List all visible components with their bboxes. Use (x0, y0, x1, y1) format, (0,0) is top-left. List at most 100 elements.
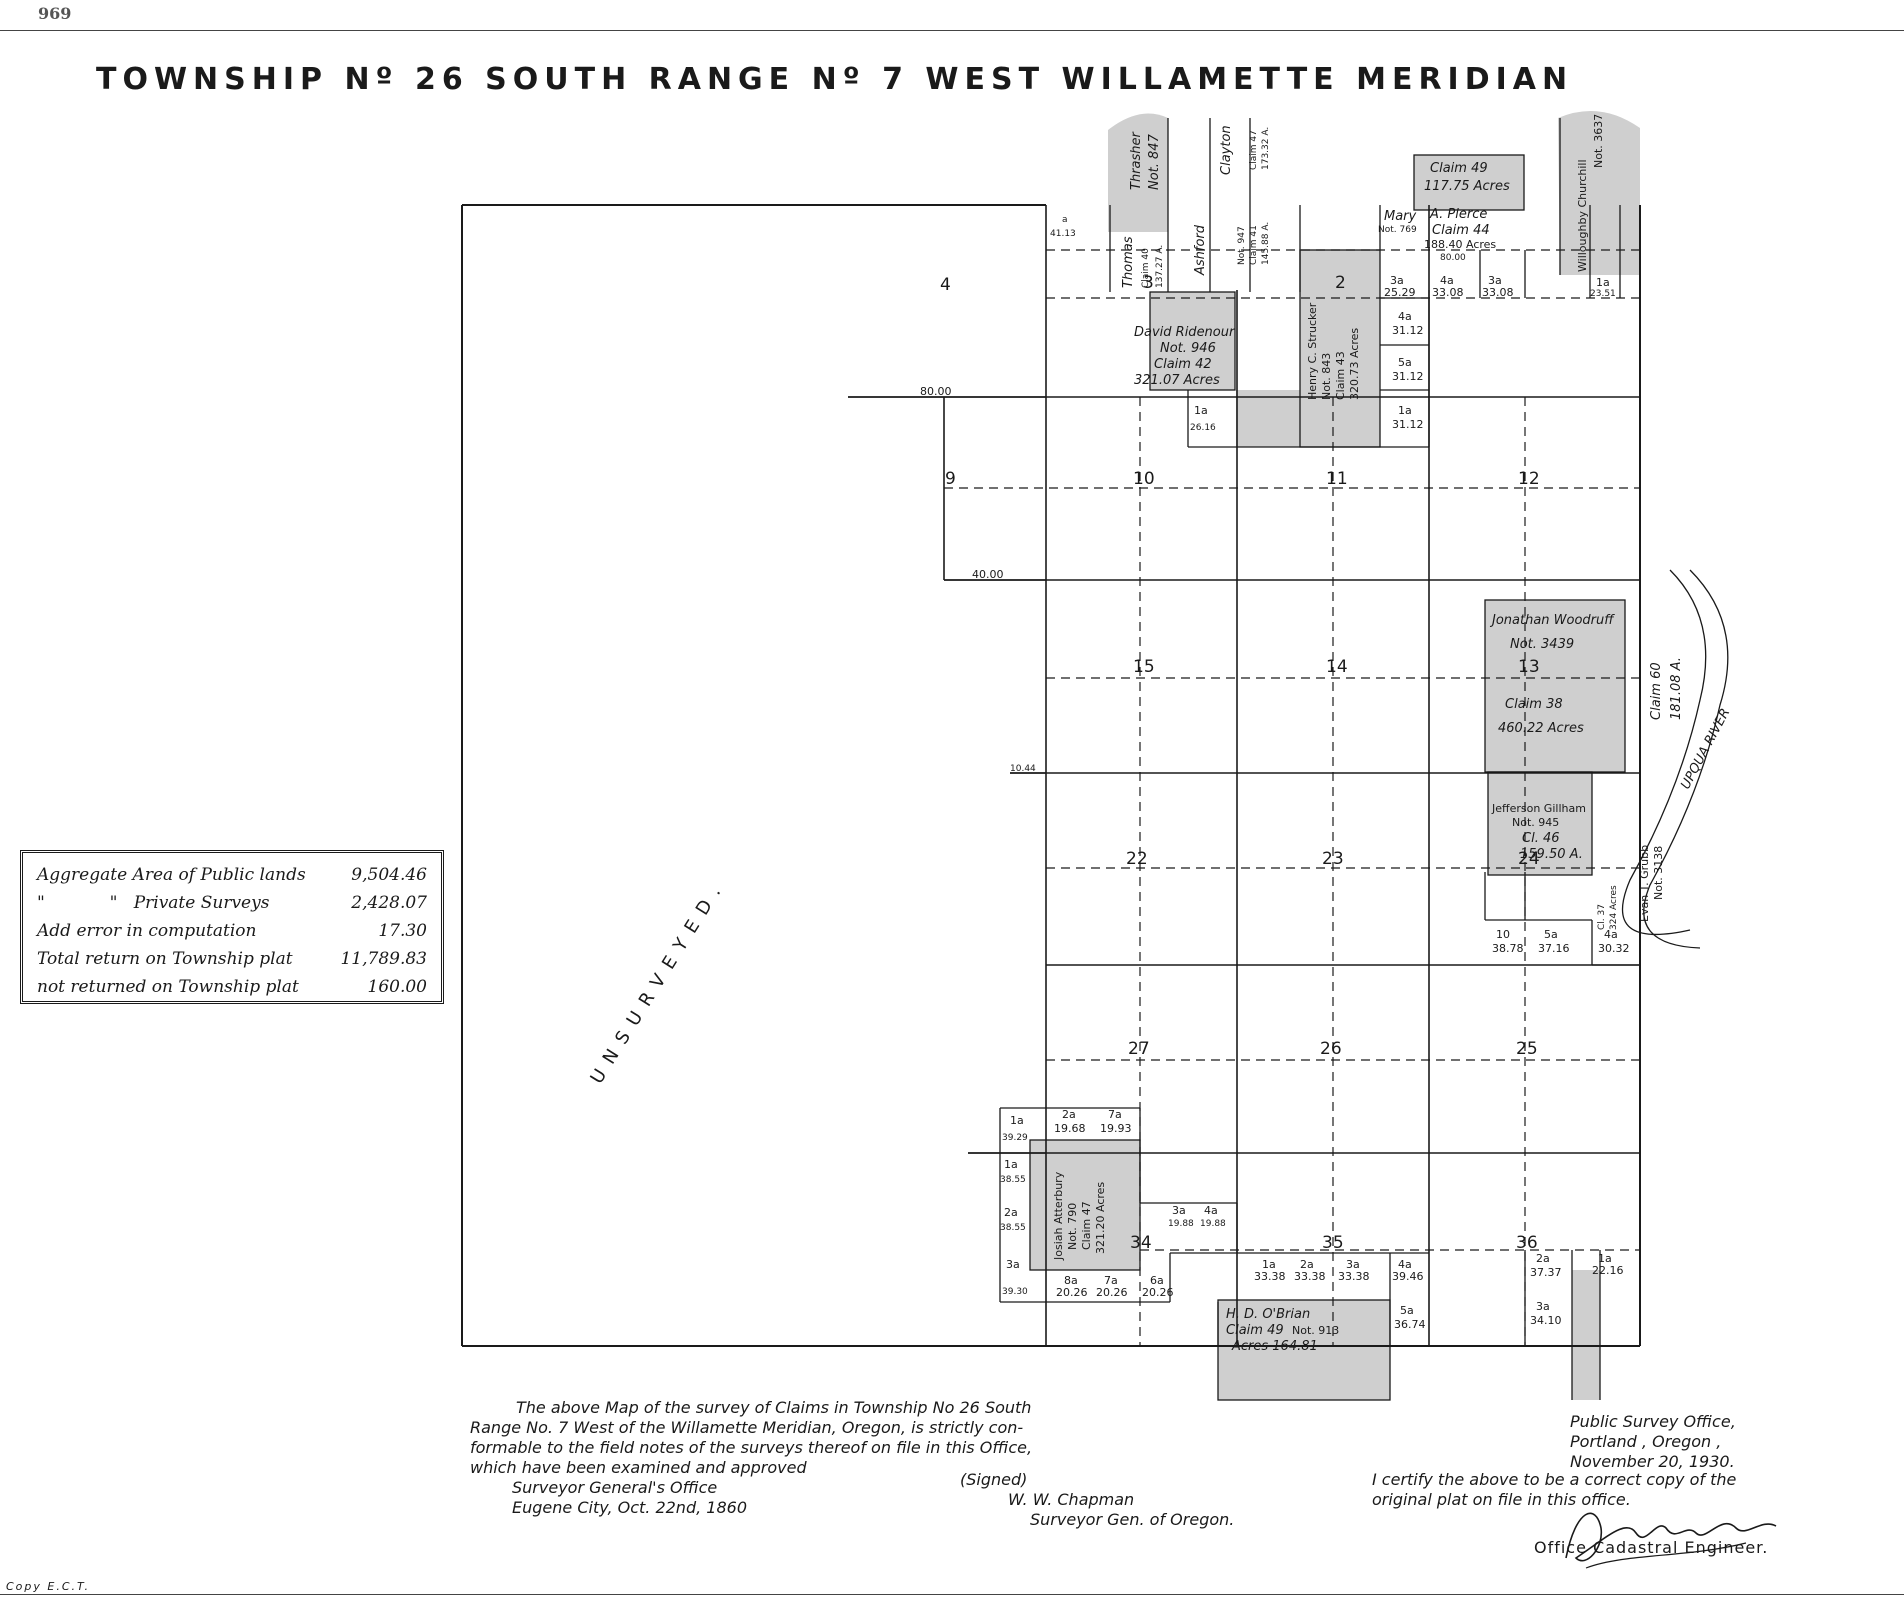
engineer-title: Office Cadastral Engineer. (1534, 1538, 1769, 1557)
claim-strucker-area: 320.73 Acres (1348, 328, 1361, 400)
lot-8a-area: 20.26 (1056, 1286, 1088, 1299)
approval-line: Range No. 7 West of the Willamette Merid… (470, 1418, 1024, 1437)
lot-8a: 8a (1064, 1274, 1078, 1287)
section-26: 26 (1320, 1039, 1342, 1059)
claim-mary-no: Not. 769 (1378, 225, 1417, 235)
claim-ridenour-area: 321.07 Acres (1134, 373, 1220, 388)
area-summary-box: Aggregate Area of Public lands 9,504.46 … (20, 850, 444, 1004)
lot-4a-e-area: 30.32 (1598, 942, 1630, 955)
lot-7a-s1: 7a (1108, 1108, 1122, 1121)
summary-label: Total return on Township plat (37, 949, 293, 969)
lot-4a-s3: 4a (1204, 1204, 1218, 1217)
lot-7a-s1-area: 19.93 (1100, 1122, 1132, 1135)
certify-line: I certify the above to be a correct copy… (1372, 1470, 1737, 1489)
township-boundary (461, 204, 1641, 1347)
signed-label: (Signed) (960, 1470, 1028, 1489)
measurement-80: 80.00 (920, 385, 952, 398)
claim-grubb-name: Evan T. Grubb (1638, 845, 1651, 922)
office-line: November 20, 1930. (1570, 1452, 1735, 1471)
section-22: 22 (1126, 849, 1148, 869)
claim-obrian-name: H. D. O'Brian (1226, 1307, 1310, 1322)
claim-mary-name: Mary (1384, 209, 1417, 224)
section-12: 12 (1518, 469, 1540, 489)
lot-1a-s1-area: 39.29 (1002, 1133, 1028, 1143)
lot-2a-s2-area: 38.55 (1000, 1223, 1026, 1233)
claim-pierce-area: 188.40 Acres (1424, 238, 1496, 251)
office-line: Portland , Oregon , (1570, 1432, 1722, 1451)
section-11: 11 (1326, 469, 1348, 489)
lot-7a: 7a (1104, 1274, 1118, 1287)
public-survey-office: Public Survey Office, Portland , Oregon … (1570, 1412, 1736, 1472)
section-3: 3 (1143, 273, 1154, 293)
summary-value: 2,428.07 (351, 893, 427, 913)
claim-pierce-line: 80.00 (1440, 253, 1466, 263)
claim-41-area: 145.88 A. (1261, 222, 1271, 265)
section-4: 4 (940, 275, 951, 295)
claim-thomas-no: Claim 40 (1141, 248, 1151, 288)
shade-obrian-claim (1218, 1300, 1390, 1400)
top-border-rule (0, 30, 1904, 31)
claims-south: Josiah Atterbury Not. 790 Claim 47 321.2… (1052, 1171, 1339, 1354)
umpqua-river (1621, 569, 1729, 949)
summary-value: 9,504.46 (351, 865, 427, 885)
lot-1a-s2-area: 38.55 (1000, 1175, 1026, 1185)
lot-7a-area: 20.26 (1096, 1286, 1128, 1299)
claim-strucker-claim: Claim 43 (1334, 351, 1347, 400)
lot-3a-s5-area: 34.10 (1530, 1314, 1562, 1327)
lot-1a-c: 1a (1596, 276, 1610, 289)
certify-line: original plat on file in this office. (1372, 1490, 1631, 1509)
lot-2a-s5-area: 37.37 (1530, 1266, 1562, 1279)
lot-4a-e: 4a (1604, 928, 1618, 941)
lot-labels: a 41.13 1a 26.16 3a 25.29 4a 33.08 3a 33… (1000, 215, 1630, 1331)
approval-line: Surveyor General's Office (512, 1478, 718, 1497)
claim-ridenour-no: Not. 946 (1160, 341, 1216, 356)
certification: I certify the above to be a correct copy… (1372, 1470, 1736, 1510)
claim-ridenour-name: David Ridenour (1134, 325, 1236, 340)
lot-3a-b: 3a (1488, 274, 1502, 287)
claims-north: Thomas Claim 40 137.27 A. Thrasher Not. … (1121, 114, 1605, 400)
quarter-section-lines (944, 249, 1640, 1346)
lot-1a-s4-area: 33.38 (1254, 1270, 1286, 1283)
claim-obrian-area: Acres 164.81 (1231, 1339, 1318, 1354)
summary-row: not returned on Township plat 160.00 (37, 973, 427, 1001)
lot-2a-s5: 2a (1536, 1252, 1550, 1265)
claim-churchill-no: Not. 3637 (1592, 114, 1605, 168)
shade-sec36-strip (1572, 1270, 1600, 1400)
measurement-lines (848, 396, 1046, 1154)
lot-1a-s5-area: 22.16 (1592, 1264, 1624, 1277)
summary-value: 160.00 (367, 977, 427, 997)
claim-grubb-area: 324 Acres (1609, 885, 1619, 930)
shade-gillham-claim (1488, 772, 1592, 875)
summary-row: Aggregate Area of Public lands 9,504.46 (37, 861, 427, 889)
lot-3a-s5: 3a (1536, 1300, 1550, 1313)
claim-boundaries (999, 118, 1640, 1401)
claim-47-label: Claim 47 (1249, 130, 1259, 170)
lot-1a-s2: 1a (1004, 1158, 1018, 1171)
shade-claim-49-top (1414, 155, 1524, 210)
unsurveyed-label: UNSURVEYED. (586, 874, 730, 1087)
claim-60-label: Claim 60 (1649, 662, 1664, 720)
measurement-40: 40.00 (972, 568, 1004, 581)
claim-churchill-name: Willoughby Churchill (1576, 159, 1589, 272)
handwritten-signature (1565, 1512, 1777, 1569)
lot-1a-b-area: 31.12 (1392, 418, 1424, 431)
section-35: 35 (1322, 1233, 1344, 1253)
section-24: 24 (1518, 849, 1540, 869)
lot-1a-s1: 1a (1010, 1114, 1024, 1127)
lot-2a-s1-area: 19.68 (1054, 1122, 1086, 1135)
section-10: 10 (1133, 469, 1155, 489)
claim-gillham-area: 159.50 A. (1520, 847, 1583, 862)
summary-label: " " Private Surveys (37, 893, 270, 913)
shade-sec3-lower (1236, 390, 1300, 447)
shade-thrasher-claim (1108, 113, 1168, 232)
lot-5a-e: 5a (1544, 928, 1558, 941)
copy-mark: Copy E.C.T. (6, 1580, 90, 1593)
lot-3a-s2-area: 39.30 (1002, 1287, 1028, 1297)
claim-thrasher-name: Thrasher (1129, 130, 1144, 190)
claim-atterbury-no: Not. 790 (1066, 1203, 1079, 1250)
claim-thrasher-no: Not. 847 (1147, 133, 1162, 190)
lot-6a-area: 20.26 (1142, 1286, 1174, 1299)
lot-2a-s4: 2a (1300, 1258, 1314, 1271)
claim-atterbury-name: Josiah Atterbury (1052, 1171, 1065, 1261)
office-line: Public Survey Office, (1570, 1412, 1736, 1431)
